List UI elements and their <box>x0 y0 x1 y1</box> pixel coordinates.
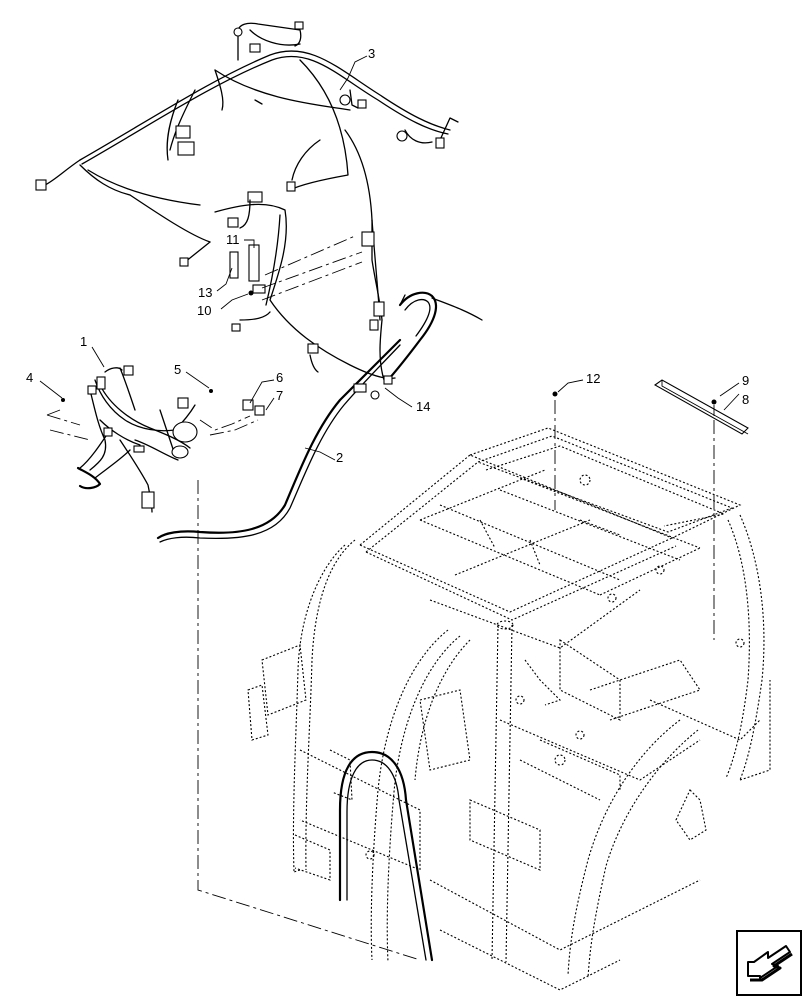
callout-leaders <box>39 55 740 461</box>
callout-1: 1 <box>80 334 87 349</box>
callout-11: 11 <box>226 232 240 247</box>
callout-5: 5 <box>174 362 181 377</box>
callout-7: 7 <box>276 388 283 403</box>
callout-labels: 1 2 3 4 5 6 7 8 9 10 11 12 13 14 <box>26 46 749 465</box>
bracket-assembly <box>229 235 363 301</box>
callout-4: 4 <box>26 370 33 385</box>
cab-frame <box>247 427 771 991</box>
console-harness <box>76 365 198 513</box>
callout-10: 10 <box>197 303 211 318</box>
next-page-arrow-icon <box>747 945 793 982</box>
callout-2: 2 <box>336 450 343 465</box>
callout-12: 12 <box>586 371 600 386</box>
small-parts <box>46 389 265 441</box>
reference-lines <box>197 400 715 961</box>
callout-9: 9 <box>742 373 749 388</box>
callout-8: 8 <box>742 392 749 407</box>
cab-harness <box>156 199 483 543</box>
callout-6: 6 <box>276 370 283 385</box>
roof-parts <box>552 379 749 435</box>
callout-14: 14 <box>416 399 430 414</box>
callout-3: 3 <box>368 46 375 61</box>
next-page-button[interactable] <box>736 930 802 996</box>
grab-handle <box>338 750 434 962</box>
callout-13: 13 <box>198 285 212 300</box>
roof-harness <box>35 21 459 321</box>
